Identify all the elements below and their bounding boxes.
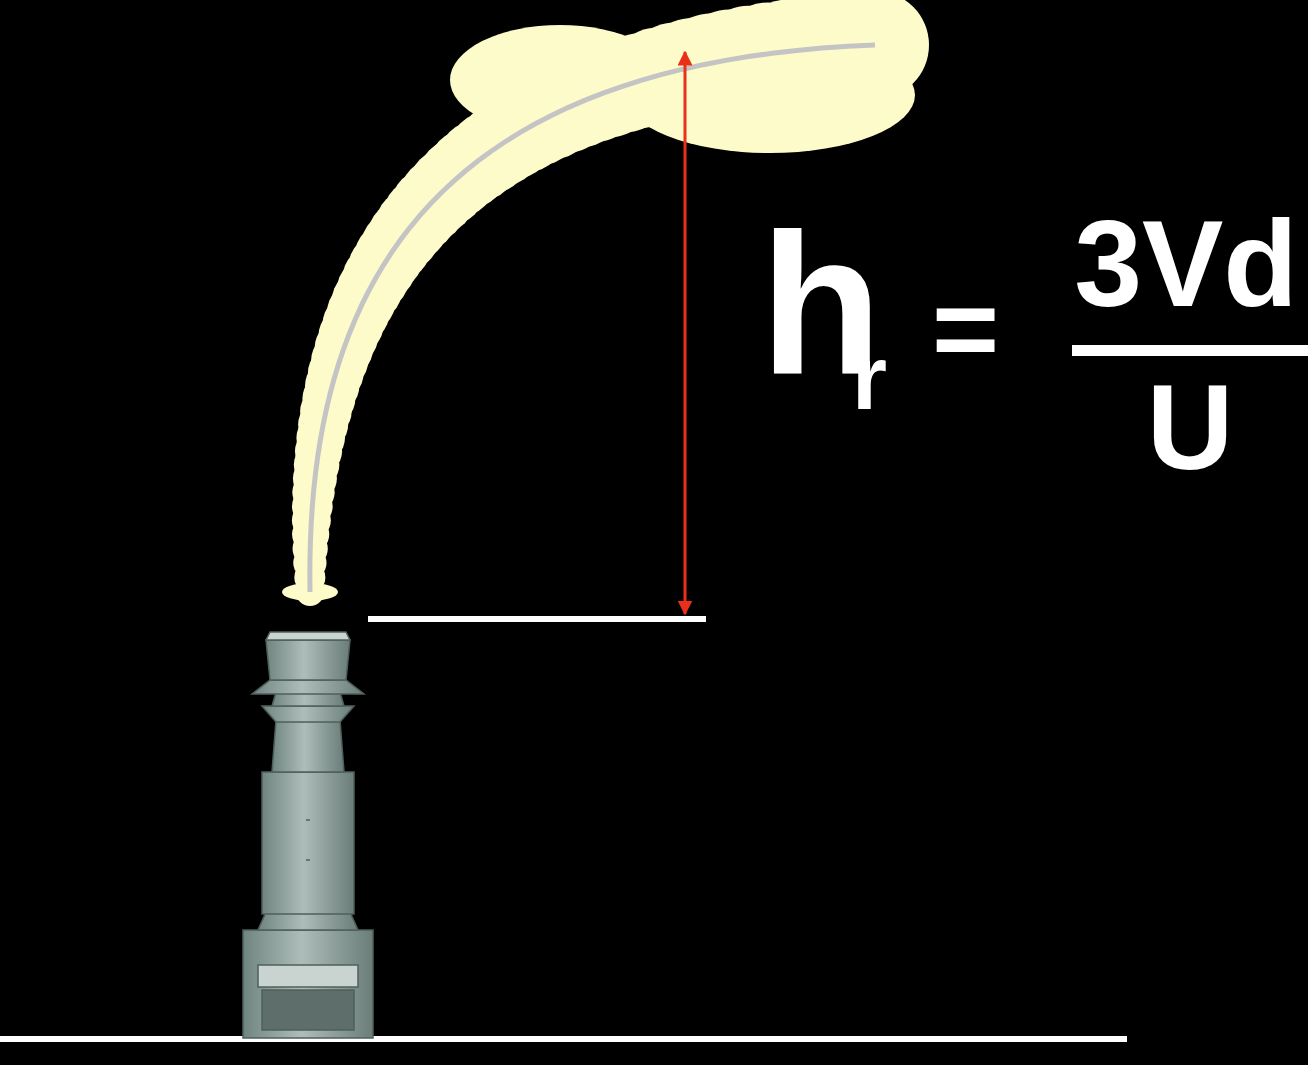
formula-denominator: U bbox=[1147, 367, 1234, 487]
formula-operator: = bbox=[932, 271, 999, 386]
stack-top-line bbox=[368, 616, 706, 622]
fraction-bar bbox=[1072, 345, 1308, 356]
rise-arrow bbox=[684, 52, 687, 614]
ground-line bbox=[0, 1036, 1127, 1042]
formula-numerator: 3Vd bbox=[1074, 203, 1298, 325]
stack bbox=[243, 632, 373, 1038]
formula-subscript: r bbox=[852, 333, 887, 423]
plume bbox=[282, 0, 929, 606]
